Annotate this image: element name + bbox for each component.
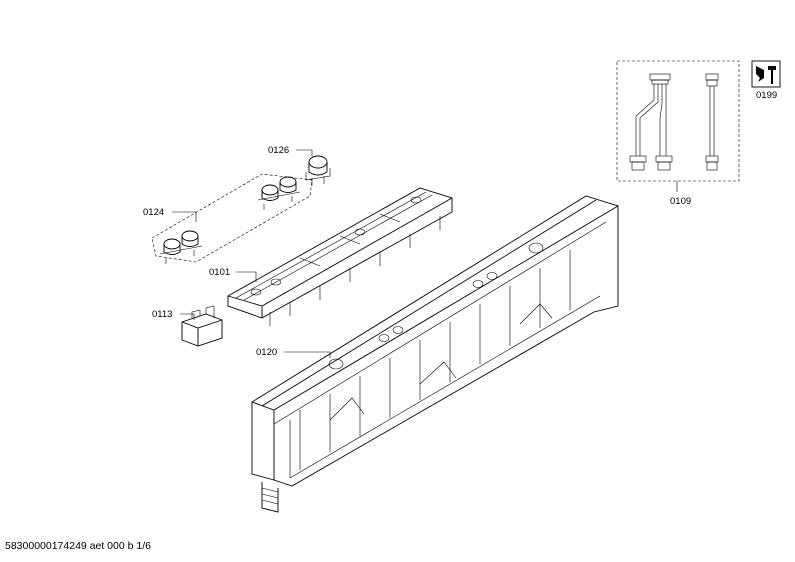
label-0120: 0120 [256,347,277,358]
part-0126-knob[interactable] [305,155,331,186]
part-0109-wiring-harness[interactable] [616,60,740,182]
label-0126: 0126 [268,145,289,156]
leader-0126 [296,149,313,156]
wrench-screwdriver-icon [756,66,776,84]
label-0124: 0124 [143,207,164,218]
leader-0124 [172,211,197,222]
part-0101-control-module[interactable] [227,187,453,326]
label-0199: 0199 [756,90,777,101]
leader-0113 [180,313,195,320]
label-0101: 0101 [209,267,230,278]
document-footer-id: 58300000174249 aet 000 b 1/6 [5,540,151,552]
knob-pair-upper [257,176,301,210]
leader-0120 [284,351,331,358]
label-0109: 0109 [670,196,691,207]
part-0124-knob-set[interactable] [151,173,313,264]
part-0113-holder[interactable] [181,305,223,347]
part-0120-control-panel[interactable] [251,195,619,513]
part-0199-service-icon[interactable] [751,60,781,88]
knob-pair-lower [159,230,203,264]
label-0113: 0113 [152,309,172,320]
leader-0101 [236,271,257,282]
